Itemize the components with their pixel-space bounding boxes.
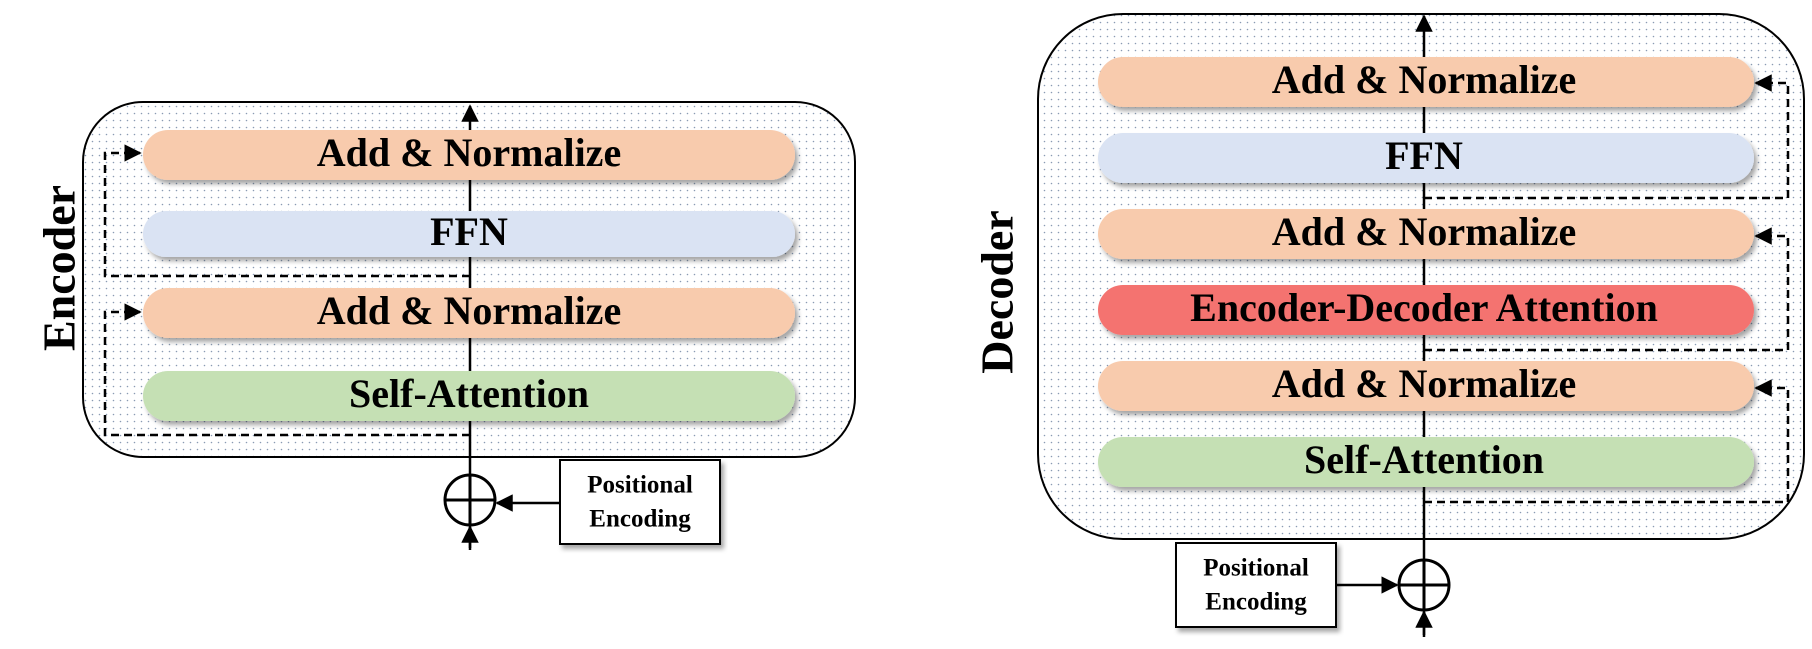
decoder-add-operator <box>1397 558 1451 612</box>
decoder-block-4-box <box>1098 361 1754 411</box>
encoder-residual-attention <box>103 303 470 437</box>
decoder-block-1-box <box>1098 133 1754 183</box>
decoder-block-5-box <box>1098 437 1754 487</box>
decoder-positional-encoding-box: Positional Encoding <box>1175 542 1337 628</box>
encoder-block-1-text: FFN <box>430 209 508 254</box>
encoder-block-2-box <box>143 288 795 338</box>
encoder-positional-encoding-box: Positional Encoding <box>559 459 721 545</box>
decoder-residual-cross-attention <box>1424 227 1790 352</box>
decoder-block-3-text: Encoder-Decoder Attention <box>1190 285 1658 330</box>
encoder-block-2-text: Add & Normalize <box>317 288 621 333</box>
encoder-block-0-box <box>143 130 795 180</box>
encoder-add-operator <box>443 473 497 527</box>
encoder-block-add-normalize-bottom: Add & Normalize <box>143 288 795 338</box>
decoder-block-4-text: Add & Normalize <box>1272 361 1576 406</box>
encoder-label: Encoder <box>34 185 85 351</box>
decoder-block-3-box <box>1098 285 1754 335</box>
decoder-section: Decoder Add & Normalize FFN Add & Normal… <box>972 13 1805 637</box>
decoder-block-encoder-decoder-attention: Encoder-Decoder Attention <box>1098 285 1754 335</box>
decoder-block-0-box <box>1098 57 1754 107</box>
decoder-block-add-normalize-3: Add & Normalize <box>1098 57 1754 107</box>
decoder-block-2-text: Add & Normalize <box>1272 209 1576 254</box>
encoder-section: Encoder Add & Normalize FFN Add & Normal… <box>34 101 856 550</box>
decoder-pe-line1: Positional <box>1203 555 1309 582</box>
encoder-block-self-attention: Self-Attention <box>143 371 795 421</box>
encoder-pe-line1: Positional <box>587 472 693 499</box>
decoder-block-ffn: FFN <box>1098 133 1754 183</box>
encoder-block-3-text: Self-Attention <box>349 371 589 416</box>
decoder-block-5-text: Self-Attention <box>1304 437 1544 482</box>
decoder-block-add-normalize-1: Add & Normalize <box>1098 361 1754 411</box>
decoder-block-1-text: FFN <box>1385 133 1463 178</box>
encoder-block-3-box <box>143 371 795 421</box>
decoder-block-0-text: Add & Normalize <box>1272 57 1576 102</box>
encoder-block-1-box <box>143 211 795 257</box>
decoder-block-add-normalize-2: Add & Normalize <box>1098 209 1754 259</box>
encoder-block-add-normalize-top: Add & Normalize <box>143 130 795 180</box>
decoder-block-2-box <box>1098 209 1754 259</box>
encoder-block-ffn: FFN <box>143 209 795 257</box>
decoder-label: Decoder <box>972 210 1023 373</box>
encoder-residual-ffn <box>103 144 470 278</box>
decoder-residual-ffn <box>1424 74 1790 200</box>
decoder-pe-line2: Encoding <box>1205 589 1307 616</box>
encoder-block-0-text: Add & Normalize <box>317 130 621 175</box>
decoder-residual-self-attention <box>1424 379 1790 504</box>
decoder-block-self-attention: Self-Attention <box>1098 437 1754 487</box>
encoder-pe-line2: Encoding <box>589 506 691 533</box>
